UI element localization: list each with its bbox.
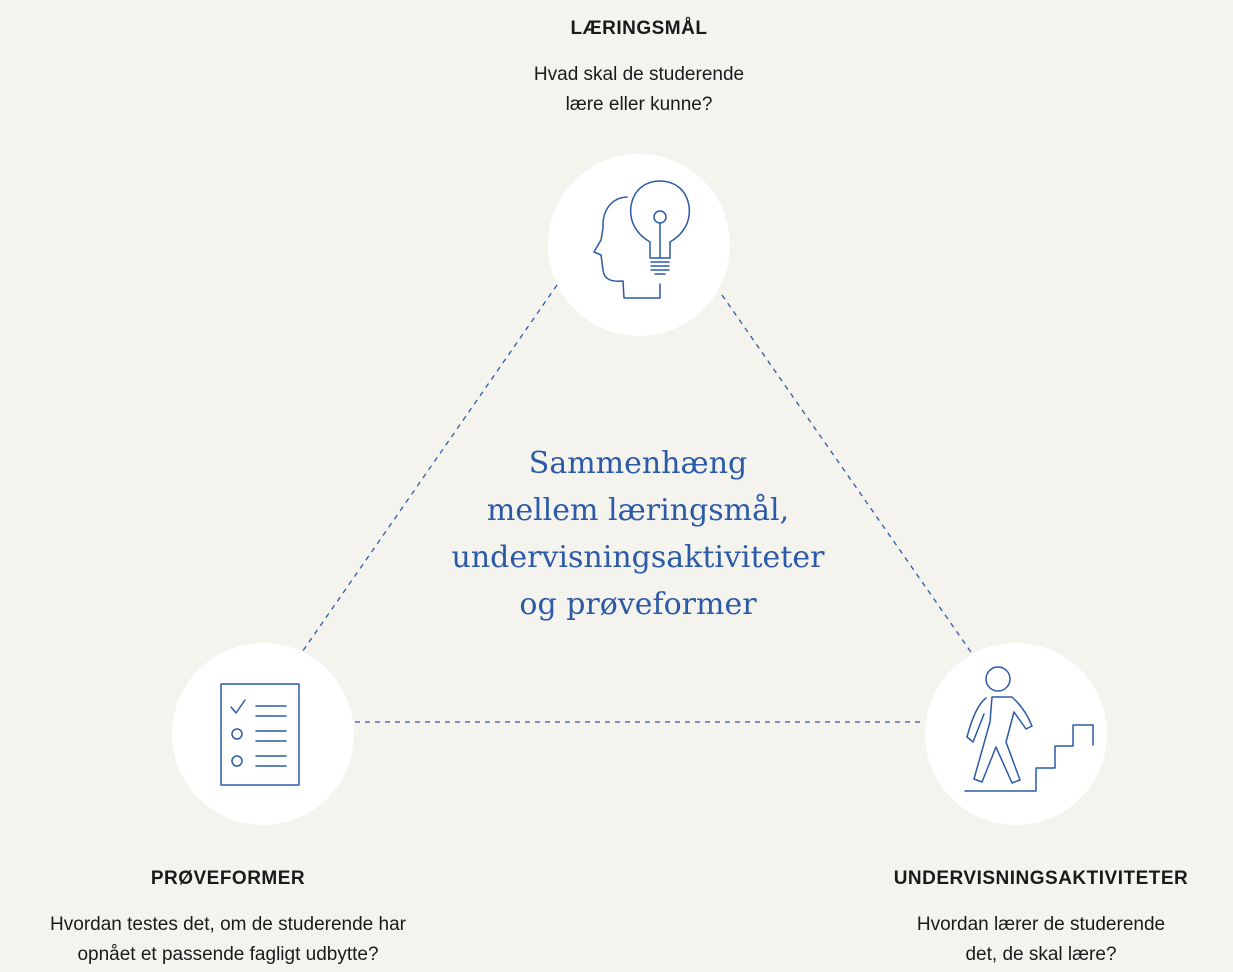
checklist-icon: [220, 683, 300, 786]
desc-proeveformer-line-2: opnået et passende fagligt udbytte?: [77, 944, 379, 965]
circle-top: [548, 154, 730, 336]
head-lightbulb-icon: [593, 180, 691, 299]
center-line-4: og prøveformer: [519, 587, 757, 622]
desc-undervisningsaktiviteter-line-2: det, de skal lære?: [965, 944, 1117, 965]
center-line-3: undervisningsaktiviteter: [451, 540, 825, 575]
center-line-2: mellem læringsmål,: [486, 493, 790, 528]
connector-top-right: [721, 294, 974, 656]
desc-proeveformer-line-1: Hvordan testes det, om de studerende har: [50, 914, 406, 935]
desc-undervisningsaktiviteter-line-1: Hvordan lærer de studerende: [916, 914, 1166, 935]
title-undervisningsaktiviteter: UNDERVISNINGSAKTIVITETER: [893, 868, 1189, 889]
circle-right: [925, 643, 1107, 825]
desc-laeringsmaal: Hvad skal de studerende lære eller kunne…: [439, 60, 839, 120]
desc-laeringsmaal-line-2: lære eller kunne?: [565, 94, 713, 115]
person-climbing-stairs-icon: [964, 666, 1094, 792]
desc-undervisningsaktiviteter: Hvordan lærer de studerende det, de skal…: [856, 910, 1226, 970]
title-laeringsmaal: LÆRINGSMÅL: [570, 18, 708, 39]
desc-proeveformer: Hvordan testes det, om de studerende har…: [0, 910, 456, 970]
center-line-1: Sammenhæng: [528, 446, 748, 481]
center-heading: Sammenhæng mellem læringsmål, undervisni…: [400, 440, 876, 628]
circle-left: [172, 643, 354, 825]
desc-laeringsmaal-line-1: Hvad skal de studerende: [533, 64, 745, 85]
title-proeveformer: PRØVEFORMER: [150, 868, 306, 889]
